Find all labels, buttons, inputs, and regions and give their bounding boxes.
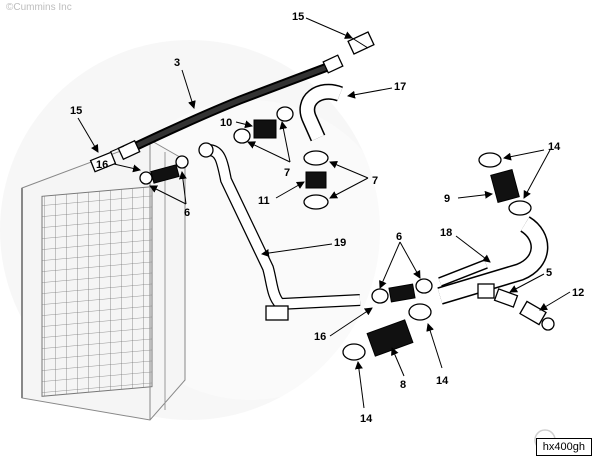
sensor-12	[519, 300, 555, 331]
hose-8	[342, 303, 432, 361]
elbow-17	[299, 83, 343, 142]
callout-9: 9	[444, 193, 450, 205]
callout-5: 5	[546, 267, 552, 279]
callout-11: 11	[258, 195, 270, 207]
clamps-14-upper	[478, 152, 532, 216]
figure-reference: hx400gh	[535, 438, 592, 456]
fitting-15-top	[347, 31, 375, 55]
callout-labels: 15 3 17 15 10 16 7 11 7 6 14 9 18 19 6 5…	[70, 11, 584, 425]
radiator	[21, 139, 186, 421]
callout-14-bottom: 14	[360, 413, 373, 425]
callout-10: 10	[220, 117, 232, 129]
callout-7-left: 7	[284, 167, 290, 179]
callout-3: 3	[174, 57, 180, 69]
hose-3	[117, 54, 344, 161]
hose-10	[233, 106, 294, 144]
hose-16-upper	[139, 155, 189, 185]
callout-12: 12	[572, 287, 584, 299]
leader-lines	[77, 17, 571, 409]
copyright-notice: ©Cummins Inc	[6, 2, 72, 13]
fitting-15-left	[89, 145, 125, 173]
callout-15-top: 15	[292, 11, 304, 23]
hose-9	[490, 169, 520, 203]
callout-8: 8	[400, 379, 406, 391]
callout-18: 18	[440, 227, 452, 239]
callout-15-left: 15	[70, 105, 82, 117]
tube-18	[437, 216, 549, 305]
callout-7-right: 7	[372, 175, 378, 187]
tube-19	[198, 142, 361, 321]
callout-14-upper: 14	[548, 141, 561, 153]
callout-16-upper: 16	[96, 159, 108, 171]
callout-17: 17	[394, 81, 406, 93]
hose-11	[303, 150, 329, 210]
fitting-5	[493, 288, 519, 308]
callout-6-upper: 6	[184, 207, 190, 219]
callout-16-lower: 16	[314, 331, 326, 343]
hose-16-lower	[371, 278, 433, 304]
callout-19: 19	[334, 237, 346, 249]
callout-6-lower: 6	[396, 231, 402, 243]
callout-14-right: 14	[436, 375, 449, 387]
